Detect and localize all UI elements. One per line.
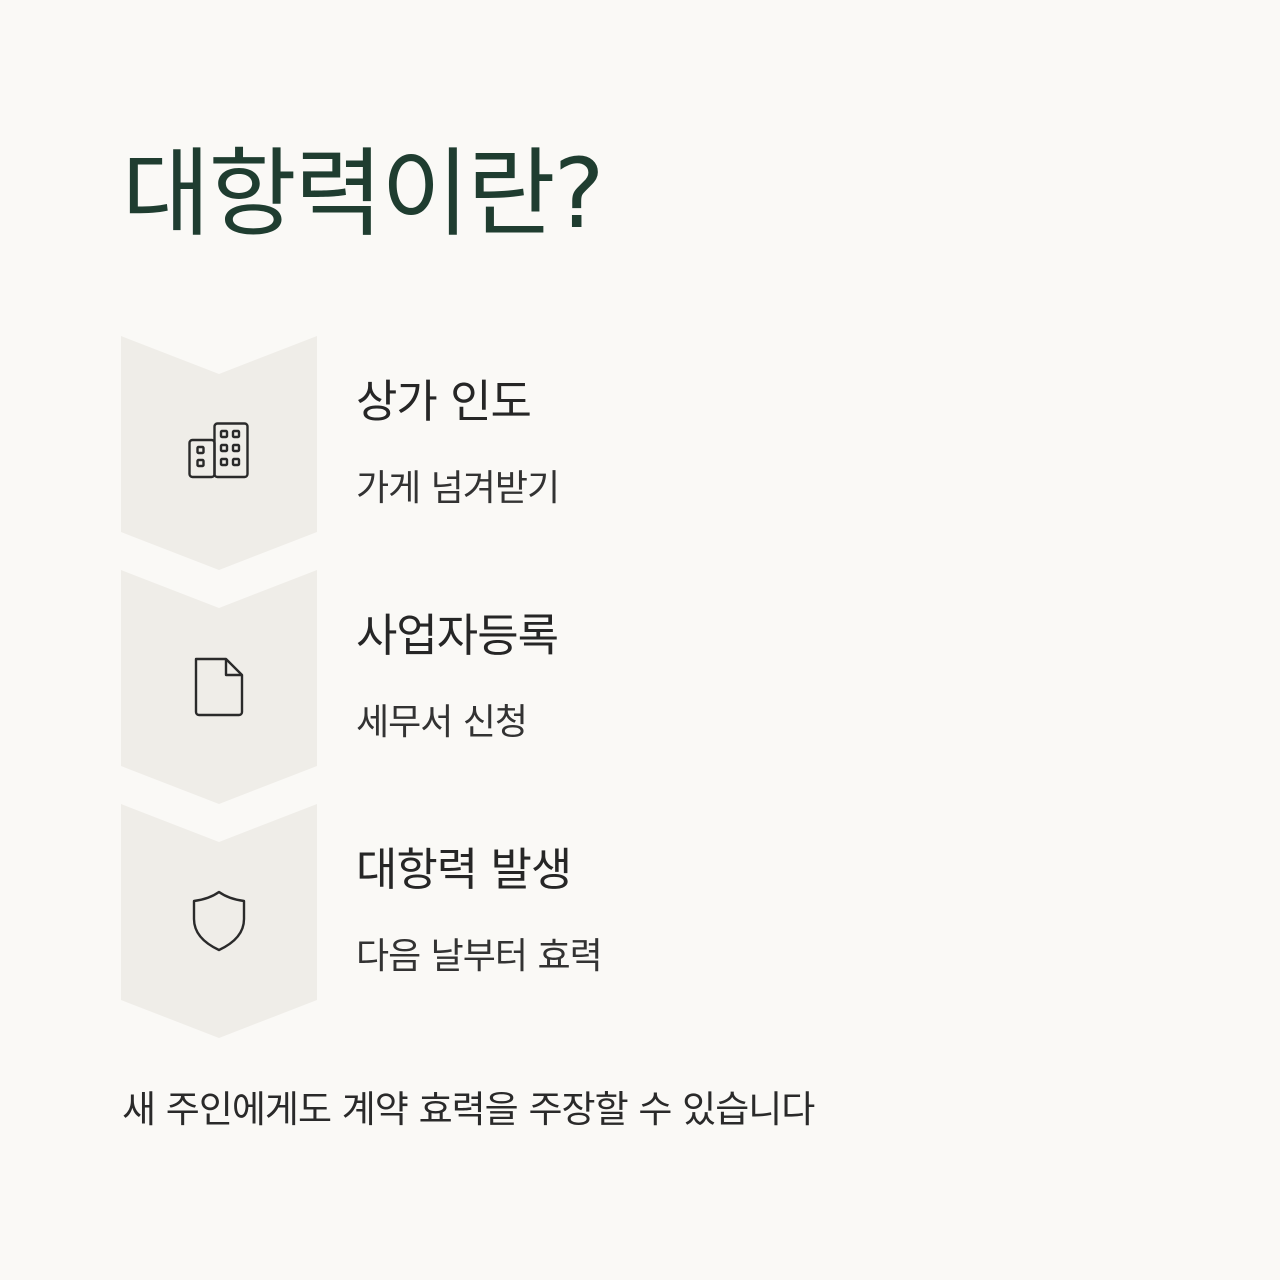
page-title: 대항력이란? — [122, 138, 605, 250]
document-icon — [188, 656, 250, 718]
chevron-arrow — [121, 570, 317, 804]
chevron-arrow — [121, 804, 317, 1038]
process-step-2: 사업자등록 세무서 신청 — [0, 570, 1280, 804]
step-description: 다음 날부터 효력 — [356, 936, 603, 977]
step-title: 상가 인도 — [356, 375, 532, 428]
step-description: 가게 넘겨받기 — [356, 468, 560, 509]
step-title: 사업자등록 — [356, 609, 559, 662]
footer-note: 새 주인에게도 계약 효력을 주장할 수 있습니다 — [122, 1088, 815, 1131]
shield-icon — [188, 890, 250, 952]
step-title: 대항력 발생 — [356, 843, 572, 896]
building-icon — [188, 422, 250, 484]
chevron-arrow — [121, 336, 317, 570]
process-step-3: 대항력 발생 다음 날부터 효력 — [0, 804, 1280, 1038]
step-description: 세무서 신청 — [356, 702, 528, 743]
process-step-1: 상가 인도 가게 넘겨받기 — [0, 336, 1280, 570]
